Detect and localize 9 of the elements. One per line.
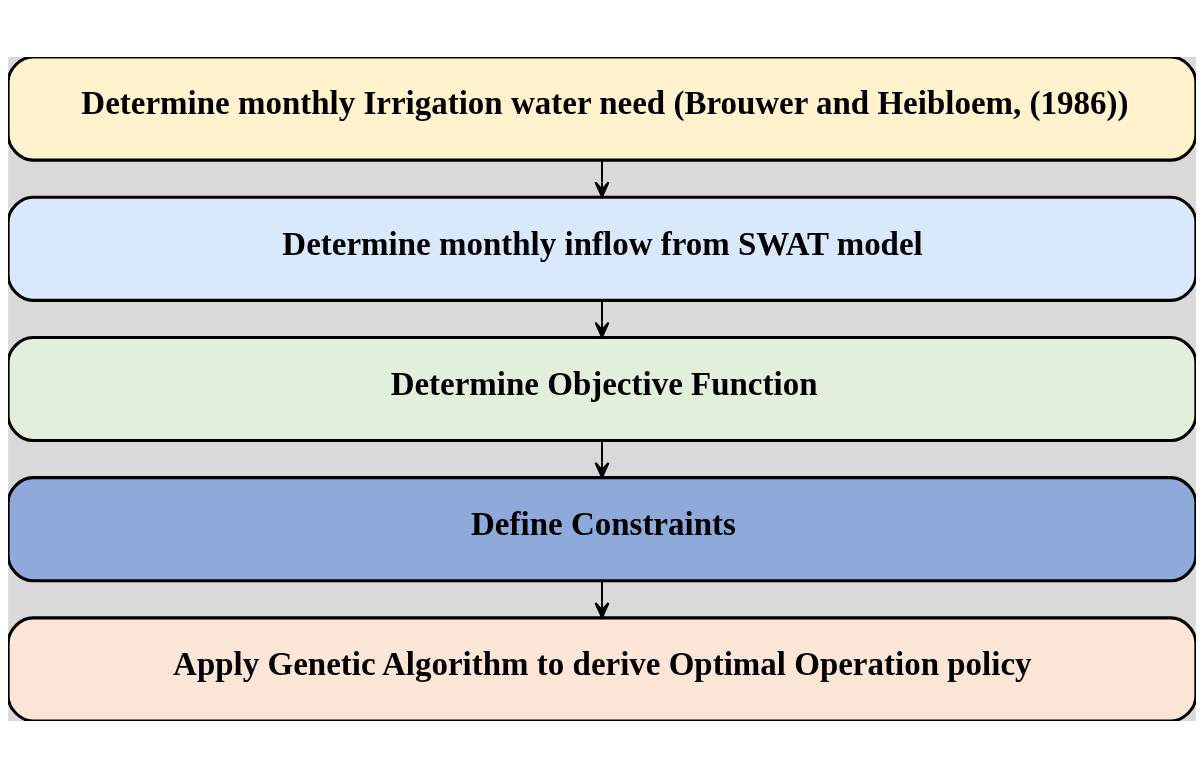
- arrow: [594, 440, 610, 479]
- arrow: [594, 160, 610, 198]
- arrow: [594, 581, 610, 619]
- node-box: Define Constraints: [8, 476, 1196, 583]
- node-box: Apply Genetic Algorithm to derive Optimal Operation policy: [8, 616, 1196, 721]
- node-box: Determine Objective Function: [8, 335, 1196, 443]
- arrow: [594, 300, 610, 339]
- node-box: Determine monthly Irrigation water need (Brouwer and Heibloem, (1986)): [8, 57, 1196, 162]
- node-box: Determine monthly inflow from SWAT model: [8, 195, 1196, 302]
